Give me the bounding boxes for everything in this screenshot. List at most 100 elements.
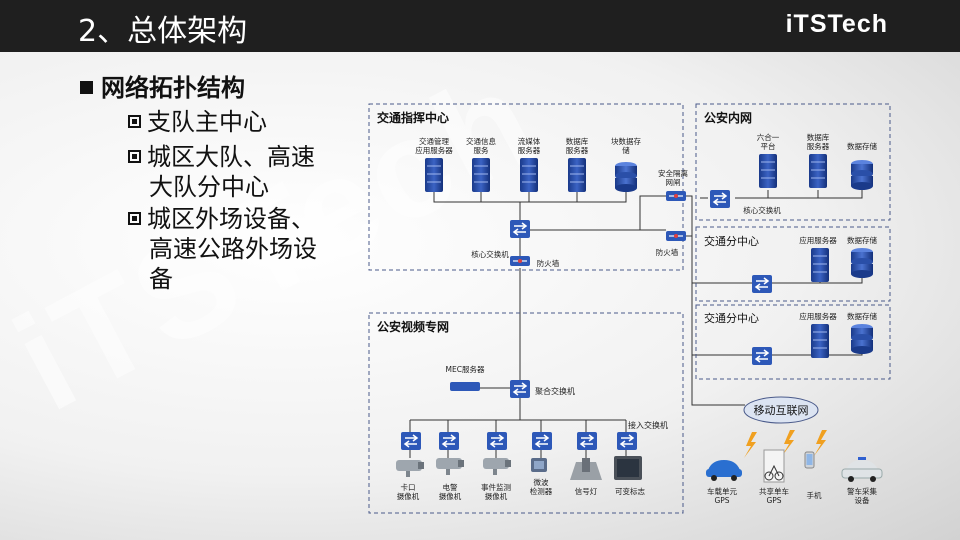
bullet-item: 城区大队、高速 大队分中心	[128, 142, 315, 202]
access-switch-icon	[438, 431, 460, 451]
switch-icon	[751, 274, 773, 294]
device-label: 可变标志	[615, 486, 645, 496]
core-switch-icon	[709, 189, 731, 209]
switch-icon	[751, 346, 773, 366]
agg-switch-label: 聚合交换机	[535, 386, 575, 396]
sub-center-box	[695, 226, 891, 302]
traffic-center-box	[368, 103, 684, 271]
core-switch-icon	[509, 219, 531, 239]
police-car-icon	[841, 457, 883, 482]
device-label: 事件监测	[481, 482, 511, 492]
access-switch-label: 接入交换机	[628, 420, 668, 430]
microwave-detector-icon	[531, 458, 547, 472]
server-rack-icon	[808, 153, 828, 189]
device-label: 摄像机	[485, 491, 508, 501]
node-label: 应用服务器	[415, 145, 453, 155]
title-bar: 2、总体架构 iTSTech	[0, 0, 960, 52]
node-label: 数据存储	[847, 311, 877, 321]
node-label: 服务器	[807, 141, 830, 151]
device-label: 摄像机	[397, 491, 420, 501]
checkbox-bullet-icon	[128, 115, 141, 128]
core-switch-label: 核心交换机	[471, 249, 509, 259]
access-switch-icon	[576, 431, 598, 451]
police-intranet-title: 公安内网	[704, 110, 752, 125]
storage-disks-icon	[851, 160, 873, 190]
node-label: 平台	[761, 141, 776, 151]
server-rack-icon	[471, 157, 491, 193]
mobile-internet-cloud	[743, 396, 819, 424]
checkbox-bullet-icon	[128, 212, 141, 225]
checkbox-bullet-icon	[128, 150, 141, 163]
device-label: 共享单车	[759, 486, 789, 496]
device-label: 手机	[807, 490, 822, 500]
bullet-item: 城区外场设备、 高速公路外场设 备	[128, 204, 317, 294]
node-label: 应用服务器	[799, 311, 837, 321]
lightning-icon	[744, 430, 827, 458]
connection-lines	[409, 190, 863, 432]
device-links	[409, 450, 627, 458]
server-rack-icon	[758, 153, 778, 189]
mec-label: MEC服务器	[446, 364, 485, 374]
isolation-gateway-icon	[665, 190, 687, 202]
device-label: 设备	[855, 495, 870, 505]
device-label: 微波	[534, 477, 549, 487]
node-label: 数据存储	[847, 141, 877, 151]
brand-logo: iTSTech	[785, 10, 888, 38]
device-label: GPS	[714, 496, 729, 505]
access-switch-icon	[486, 431, 508, 451]
mobile-internet-label: 移动互联网	[754, 404, 809, 417]
node-label: 交通管理	[419, 136, 449, 146]
storage-disks-icon	[851, 248, 873, 278]
enforcement-camera-icon	[436, 458, 464, 475]
node-label: 流媒体	[518, 136, 541, 146]
node-label: 数据库	[807, 132, 830, 142]
sub-center-box	[695, 304, 891, 380]
shared-bike-icon	[763, 449, 785, 483]
checkpoint-camera-icon	[396, 460, 424, 477]
phone-icon	[804, 451, 815, 469]
access-switch-icon	[531, 431, 553, 451]
server-rack-icon	[567, 157, 587, 193]
node-label: 数据存储	[847, 235, 877, 245]
aggregation-switch-icon	[509, 379, 531, 399]
video-net-title: 公安视频专网	[377, 319, 449, 334]
firewall-icon	[665, 230, 687, 242]
bullet-item: 支队主中心	[128, 107, 267, 137]
device-label: 摄像机	[439, 491, 462, 501]
device-label: 卡口	[401, 482, 416, 492]
device-label: 检测器	[530, 486, 553, 496]
storage-disks-icon	[615, 162, 637, 192]
vehicle-unit-icon	[706, 460, 742, 481]
server-rack-icon	[424, 157, 444, 193]
server-rack-icon	[810, 323, 830, 359]
core-switch-label: 核心交换机	[743, 205, 781, 215]
firewall2-label: 防火墙	[656, 247, 679, 257]
node-label: 块数据存	[611, 136, 641, 146]
firewall-icon	[509, 255, 531, 267]
isolation-label: 安全隔离	[658, 168, 688, 178]
node-label: 服务器	[518, 145, 541, 155]
node-label: 储	[622, 145, 630, 155]
slide-title: 2、总体架构	[78, 14, 248, 49]
storage-disks-icon	[851, 324, 873, 354]
node-label: 服务	[474, 145, 489, 155]
isolation-label: 网闸	[666, 178, 681, 187]
device-label: 信号灯	[575, 486, 598, 496]
node-label: 服务器	[566, 145, 589, 155]
traffic-center-title: 交通指挥中心	[377, 110, 449, 125]
device-label: 警车采集	[847, 486, 877, 496]
mec-server-icon	[450, 382, 480, 391]
device-label: GPS	[766, 496, 781, 505]
node-label: 数据库	[566, 136, 589, 146]
variable-sign-icon	[614, 456, 642, 480]
access-switch-icon	[616, 431, 638, 451]
device-label: 车载单元	[707, 486, 737, 496]
node-label: 应用服务器	[799, 235, 837, 245]
video-net-box	[368, 312, 684, 514]
sub-center-title: 交通分中心	[704, 234, 759, 248]
node-label: 交通信息	[466, 136, 496, 146]
access-switch-icon	[400, 431, 422, 451]
square-bullet-icon	[80, 81, 93, 94]
sub-center-title: 交通分中心	[704, 311, 759, 325]
